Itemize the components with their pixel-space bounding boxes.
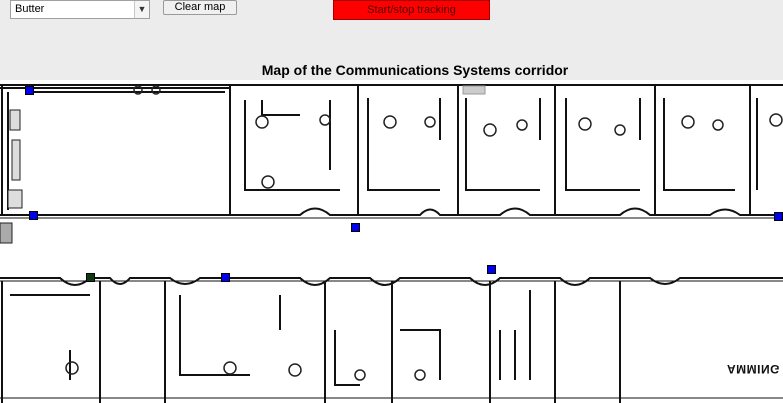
position-marker[interactable] [221,273,230,282]
map-title: Map of the Communications Systems corrid… [261,62,569,78]
floor-map[interactable]: AMMING [0,80,783,403]
position-marker[interactable] [29,211,38,220]
map-select[interactable]: Butter ▼ [10,0,150,19]
wall-label: AMMING [727,362,780,376]
chevron-down-icon[interactable]: ▼ [134,1,149,18]
position-marker[interactable] [351,223,360,232]
clear-map-button[interactable]: Clear map [163,0,237,15]
position-marker[interactable] [774,212,783,221]
map-select-value: Butter [15,3,45,15]
start-stop-tracking-button[interactable]: Start/stop tracking [333,0,490,20]
floorplan-drawing [0,84,783,403]
position-marker[interactable] [487,265,496,274]
position-marker[interactable] [25,86,34,95]
position-marker[interactable] [86,273,95,282]
toolbar: Butter ▼ Clear map Start/stop tracking [0,0,783,22]
